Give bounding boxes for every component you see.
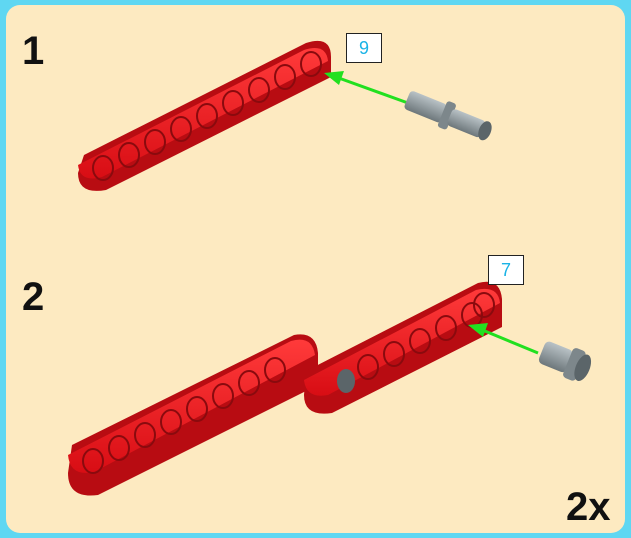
step2-arrow-icon [468,323,539,355]
part-count-1: 9 [346,33,382,63]
part-count-2: 7 [488,255,524,285]
step1-arrow-icon [324,71,409,105]
step1-beam-icon [78,40,331,191]
quantity-label: 2x [566,485,611,529]
instruction-panel: 1 9 2 7 2x [6,5,625,533]
step-number-1: 1 [22,29,45,73]
step1-pin-icon [404,91,492,141]
step2-pin-icon [538,341,592,381]
step2-left-beam-icon [68,334,318,496]
step-number-2: 2 [22,275,45,319]
step2-right-beam-icon [304,281,502,414]
assembly-illustration [68,40,592,496]
